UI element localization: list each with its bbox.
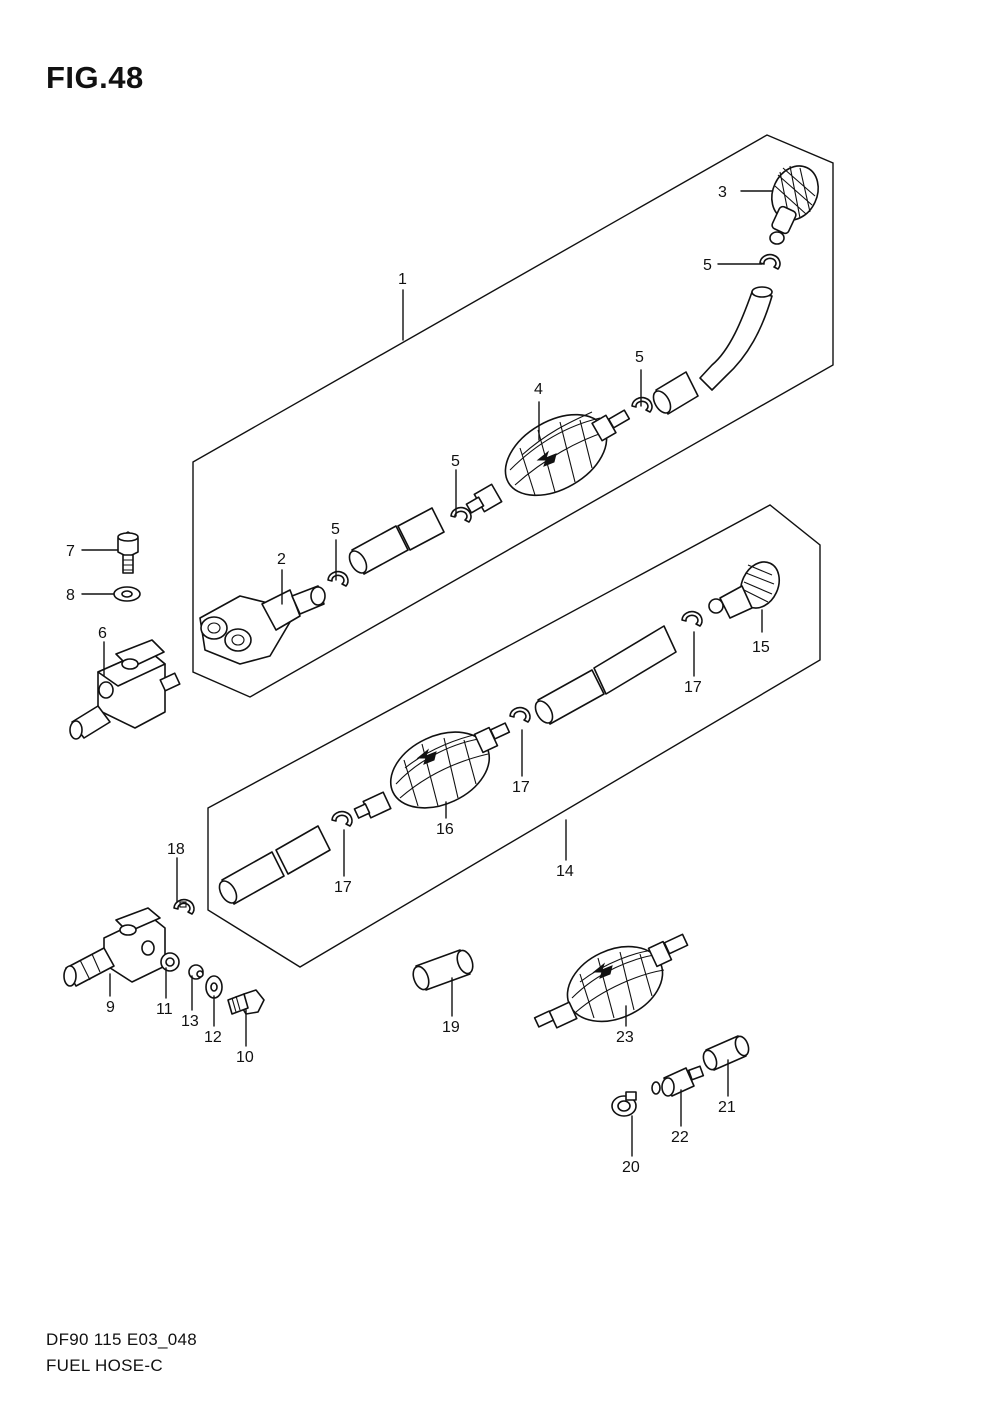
callout-21: 21: [718, 1099, 736, 1116]
callout-18: 18: [167, 841, 185, 858]
diagram-name: FUEL HOSE-C: [46, 1356, 163, 1375]
part-3-fuel-connector[interactable]: [763, 158, 827, 245]
callout-22: 22: [671, 1129, 689, 1146]
hose-section-curved: [699, 286, 773, 391]
part-13-collar[interactable]: [188, 964, 204, 980]
part-19-hose[interactable]: [410, 948, 475, 991]
callout-1: 1: [398, 271, 407, 288]
callout-15: 15: [752, 639, 770, 656]
part-6-fuel-joint[interactable]: [69, 639, 181, 740]
callout-16: 16: [436, 821, 454, 838]
part-20-clamp[interactable]: [611, 1091, 637, 1117]
callout-17: 17: [512, 779, 530, 796]
assembly-1-outline: [192, 134, 834, 698]
callout-6: 6: [98, 625, 107, 642]
callout-12: 12: [204, 1029, 222, 1046]
callout-5: 5: [331, 521, 340, 538]
callout-4: 4: [534, 381, 543, 398]
callout-10: 10: [236, 1049, 254, 1066]
part-16-primer-bulb[interactable]: [353, 717, 511, 823]
part-2-tank-connector[interactable]: [199, 585, 326, 665]
callout-17: 17: [334, 879, 352, 896]
callout-11: 11: [156, 1001, 173, 1018]
callout-3: 3: [718, 184, 727, 201]
part-7-bolt[interactable]: [117, 531, 139, 574]
part-17-clip-b[interactable]: [509, 706, 531, 723]
callout-8: 8: [66, 587, 75, 604]
hose-section-upper: [652, 371, 699, 415]
part-9-fuel-joint[interactable]: [63, 907, 166, 987]
part-10-bolt[interactable]: [227, 989, 265, 1015]
callout-2: 2: [277, 551, 286, 568]
part-21-hose[interactable]: [701, 1035, 751, 1072]
part-12-washer[interactable]: [205, 975, 223, 999]
hose-section-mid: [348, 507, 445, 575]
leader-lines: [81, 190, 773, 1157]
callout-20: 20: [622, 1159, 640, 1176]
callout-14: 14: [556, 863, 574, 880]
callout-5: 5: [703, 257, 712, 274]
callout-5: 5: [635, 349, 644, 366]
part-5-clip-c[interactable]: [450, 506, 472, 523]
part-22-fitting[interactable]: [651, 1065, 705, 1097]
figure-title: FIG.48: [46, 60, 144, 95]
hose-section-14-lower: [218, 825, 331, 905]
part-15-fitting[interactable]: [708, 556, 786, 619]
callout-19: 19: [442, 1019, 460, 1036]
callout-7: 7: [66, 543, 75, 560]
part-18-clamp[interactable]: [173, 898, 195, 915]
callout-9: 9: [106, 999, 115, 1016]
hose-section-14-upper: [534, 625, 677, 725]
part-5-clip-d[interactable]: [327, 570, 349, 587]
part-5-clip-b[interactable]: [631, 396, 653, 413]
callout-23: 23: [616, 1029, 634, 1046]
part-8-washer[interactable]: [113, 586, 141, 602]
part-11-grommet[interactable]: [160, 952, 180, 972]
callout-13: 13: [181, 1013, 199, 1030]
callout-5: 5: [451, 453, 460, 470]
part-17-clip-c[interactable]: [331, 810, 353, 827]
part-17-clip-a[interactable]: [681, 610, 703, 627]
assembly-14-outline: [207, 504, 821, 968]
callout-labels: 1 3 5 5 4 5 5 2 7 8 6 15 17 17 16 14 17 …: [66, 184, 770, 1176]
callout-17: 17: [684, 679, 702, 696]
part-23-primer-bulb[interactable]: [533, 932, 689, 1036]
diagram-code: DF90 115 E03_048: [46, 1330, 197, 1349]
part-5-clip-a[interactable]: [759, 253, 781, 270]
